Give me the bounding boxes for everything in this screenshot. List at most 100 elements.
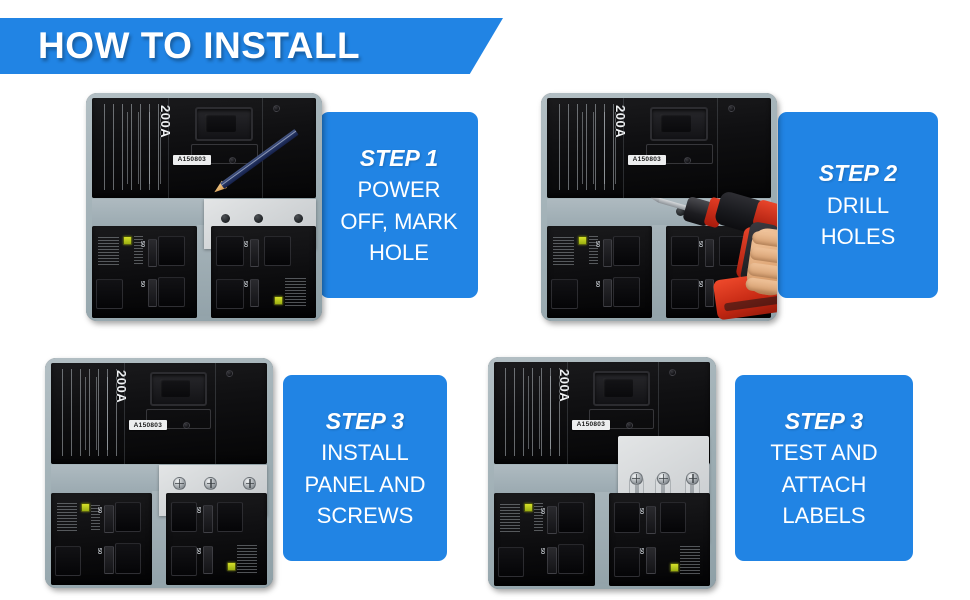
- breaker-slot: [671, 279, 699, 310]
- breaker-handle: [104, 545, 114, 574]
- panel-center-gutter: [651, 225, 668, 317]
- breaker-seam: [658, 361, 660, 464]
- branch-breaker-group-left: 50 50: [91, 226, 197, 318]
- step-description-line: POWER: [357, 177, 441, 203]
- breaker-print: [133, 236, 144, 266]
- breaker-handle: [147, 279, 157, 307]
- breaker-print: [553, 235, 575, 267]
- mounting-screw: [657, 472, 671, 486]
- breaker-handle: [249, 279, 260, 307]
- breaker-slot: [114, 543, 141, 574]
- breaker-handle: [147, 239, 157, 267]
- breaker-seam: [124, 362, 126, 464]
- breaker-seam: [567, 361, 569, 464]
- breaker-slot: [216, 279, 244, 310]
- main-breaker-toggle-plate: [145, 409, 211, 430]
- breaker-handle: [646, 546, 656, 575]
- breaker-handle: [547, 546, 557, 575]
- breaker-panel-photo: 200A A150803: [541, 93, 777, 321]
- step-description-line: OFF, MARK: [340, 208, 458, 234]
- breaker-serial-sticker: A150803: [571, 419, 611, 430]
- breaker-handle: [104, 505, 114, 534]
- breaker-handle: [602, 279, 612, 307]
- breaker-slot: [671, 235, 699, 266]
- branch-breaker-group-right: 50 50: [608, 492, 711, 586]
- mounting-screw: [204, 477, 218, 491]
- step-description-line: PANEL AND: [304, 471, 426, 497]
- breaker-print: [499, 502, 521, 534]
- page-title: HOW TO INSTALL: [38, 25, 361, 66]
- breaker-slot: [158, 276, 186, 307]
- mounting-screw: [243, 477, 257, 491]
- main-breaker-toggle-plate: [190, 143, 258, 164]
- breaker-slot: [170, 501, 198, 533]
- main-breaker-toggle-window: [150, 371, 207, 407]
- breaker-print: [588, 236, 599, 266]
- step-label-card-2: STEP 2 DRILL HOLES: [778, 112, 938, 298]
- breaker-panel-photo: 200A A150803: [45, 358, 273, 588]
- breaker-panel-photo: 200A A150803: [488, 357, 716, 589]
- breaker-seam: [215, 362, 217, 464]
- branch-amp-label: 50: [696, 240, 703, 248]
- breaker-slot: [114, 501, 141, 533]
- breaker-legend-text-secondary: [524, 375, 561, 450]
- breaker-print: [56, 501, 78, 534]
- test-button: [274, 295, 284, 305]
- breaker-legend-text-secondary: [123, 111, 162, 184]
- step-kicker-4: STEP 3: [784, 407, 864, 434]
- breaker-print: [98, 235, 120, 267]
- main-breaker-toggle-plate: [588, 408, 654, 429]
- panel-rivet: [683, 156, 691, 164]
- breaker-handle: [249, 239, 260, 267]
- panel-rivet: [228, 156, 236, 164]
- branch-breaker-group-left: 50 50: [493, 492, 596, 586]
- breaker-slot: [263, 235, 291, 266]
- breaker-slot: [96, 279, 124, 310]
- step-description-line: DRILL: [826, 193, 890, 219]
- branch-amp-label: 50: [638, 548, 645, 555]
- step-description-line: INSTALL: [321, 440, 409, 466]
- main-breaker-rating-label: 200A: [113, 369, 129, 403]
- main-breaker-toggle-window: [593, 370, 650, 406]
- branch-amp-label: 50: [539, 548, 546, 555]
- breaker-slot: [613, 546, 641, 578]
- breaker-handle: [203, 505, 213, 534]
- panel-rivet: [182, 422, 190, 430]
- breaker-serial-sticker: A150803: [627, 154, 667, 165]
- breaker-legend-text-secondary: [578, 111, 617, 184]
- breaker-slot: [613, 276, 641, 307]
- step-photo-2: 200A A150803: [541, 93, 777, 321]
- step-kicker-2: STEP 2: [818, 160, 898, 187]
- test-button: [524, 502, 534, 512]
- main-breaker-body: 200A A150803: [50, 362, 268, 464]
- panel-rivet: [273, 104, 281, 112]
- breaker-print: [284, 277, 306, 309]
- main-breaker-rating-label: 200A: [556, 368, 572, 402]
- breaker-handle: [547, 505, 557, 534]
- branch-amp-label: 50: [139, 240, 146, 248]
- breaker-legend-text: [59, 368, 120, 456]
- branch-amp-label: 50: [96, 547, 103, 554]
- branch-amp-label: 50: [696, 281, 703, 288]
- mounting-hole: [293, 214, 303, 224]
- step-description-1: POWER OFF, MARK HOLE: [340, 174, 457, 268]
- main-breaker-toggle-window: [650, 106, 709, 141]
- branch-amp-label: 50: [539, 507, 546, 514]
- breaker-slot: [158, 235, 186, 266]
- breaker-serial-sticker: A150803: [172, 154, 212, 165]
- breaker-serial-sticker: A150803: [128, 420, 168, 431]
- step-label-card-1: STEP 1 POWER OFF, MARK HOLE: [320, 112, 478, 298]
- step-description-line: LABELS: [782, 502, 866, 528]
- step-label-card-3: STEP 3 INSTALL PANEL AND SCREWS: [283, 375, 447, 561]
- breaker-slot: [613, 502, 641, 533]
- breaker-handle: [602, 239, 612, 267]
- step-photo-4: 200A A150803: [488, 357, 716, 589]
- branch-breaker-group-left: 50 50: [50, 492, 153, 585]
- breaker-handle: [704, 239, 715, 267]
- breaker-slot: [216, 235, 244, 266]
- branch-breaker-group-right: 50 50: [165, 492, 268, 585]
- breaker-print: [236, 544, 258, 576]
- test-button: [669, 563, 679, 573]
- breaker-seam: [262, 97, 264, 198]
